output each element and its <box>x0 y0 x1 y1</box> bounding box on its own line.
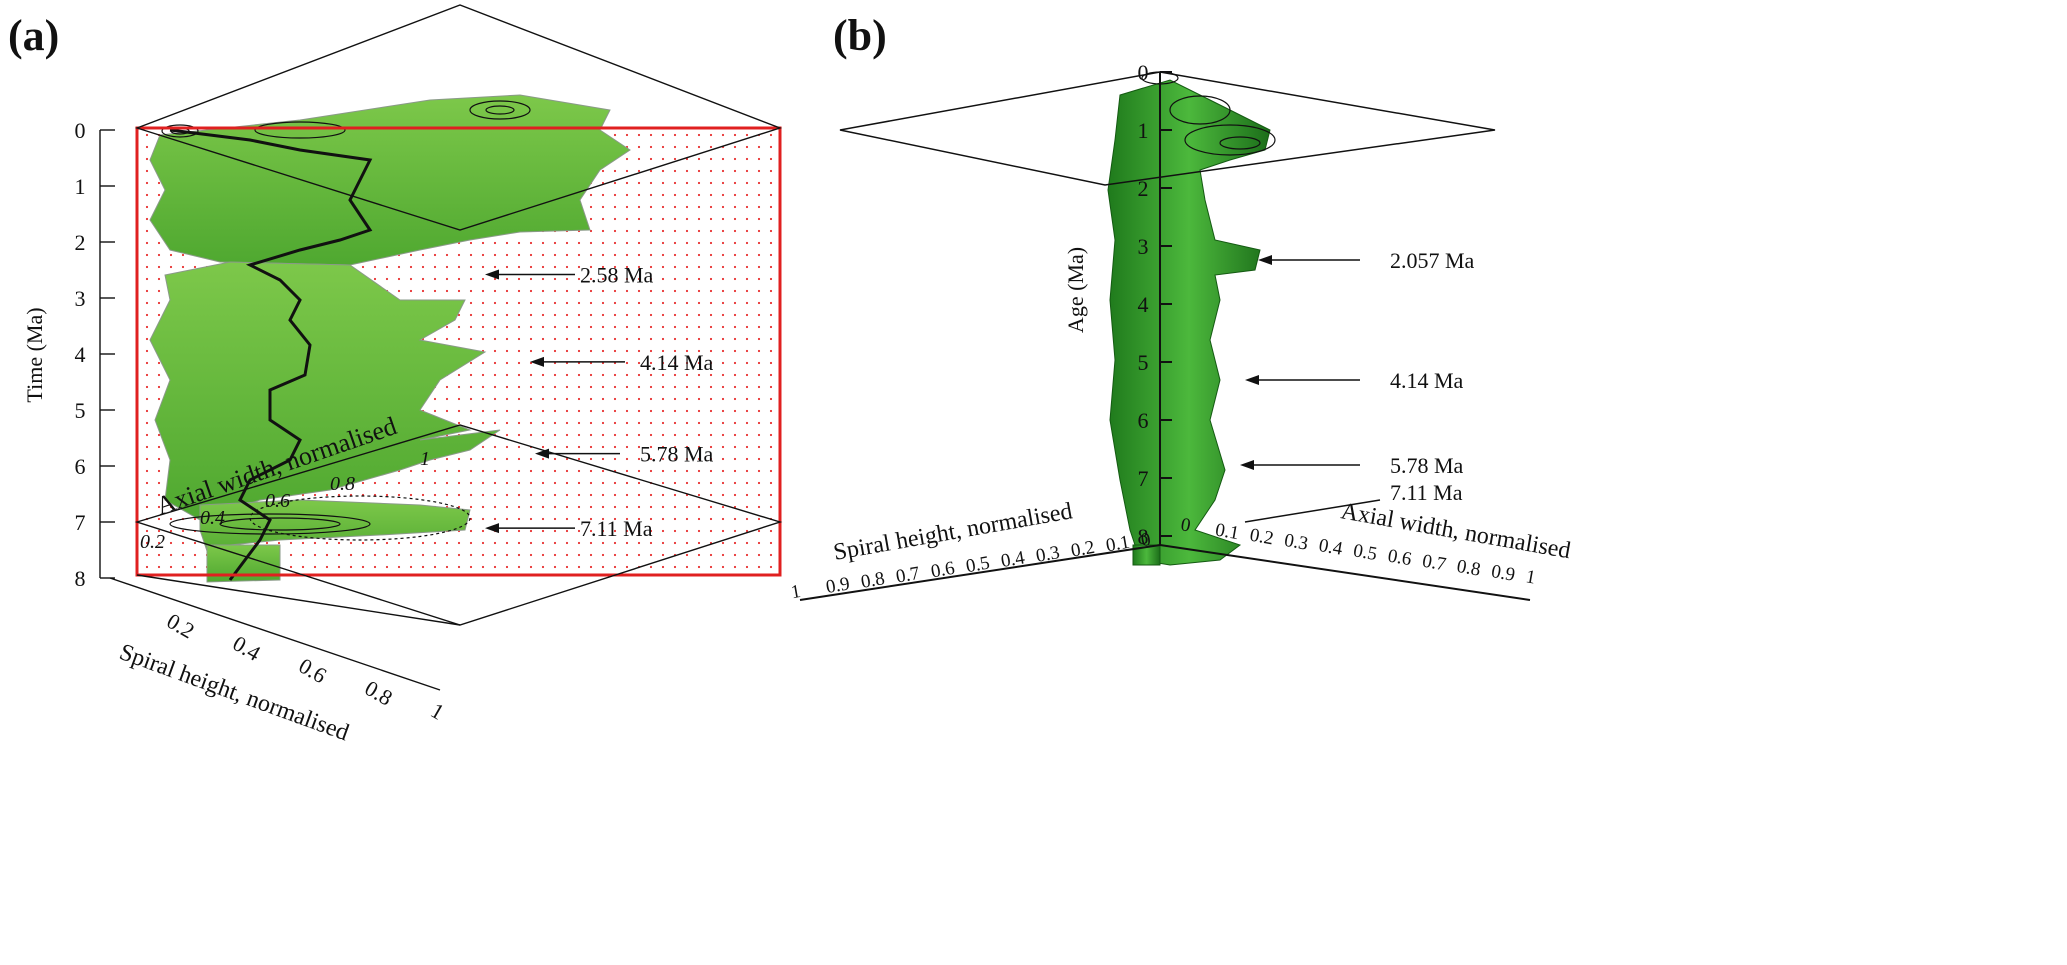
top-plane-b <box>839 71 1496 186</box>
panel-a: 0 1 2 3 4 5 6 7 8 0.2 0.4 0.6 0.8 1 0.2 0.4 0.6 0.8 1 Time… <box>22 4 783 746</box>
panel-label-a: (a) <box>8 11 59 60</box>
age-tick-label: 5 <box>1138 350 1149 375</box>
spiral-tick-label-b: 1 <box>789 581 802 603</box>
axial-tick-label-b: 1 <box>1524 566 1537 588</box>
age-tick-label: 0 <box>1138 60 1149 85</box>
spiral-tick-label: 0.6 <box>295 653 331 688</box>
spiral-tick-label: 0.2 <box>163 608 199 643</box>
annotations-b: 2.057 Ma 4.14 Ma 5.78 Ma7.11 Ma <box>1240 248 1475 523</box>
annotation-arrow <box>1244 499 1381 523</box>
spiral-tick-label-b: 0.7 <box>894 563 921 588</box>
annotation-label: 4.14 Ma <box>1390 368 1464 393</box>
axial-tick-label-b: 0.9 <box>1490 561 1517 586</box>
axial-tick-label: 1 <box>420 448 430 470</box>
spiral-tick-label-b: 0.6 <box>929 558 956 583</box>
axial-tick-label-b: 0.3 <box>1283 530 1310 555</box>
time-tick-label: 4 <box>75 342 86 367</box>
red-frame <box>135 126 782 577</box>
spiral-tick-label-b: 0.1 <box>1104 532 1131 557</box>
arrow-head <box>485 523 499 534</box>
contours-a <box>161 100 531 541</box>
time-tick-label: 8 <box>75 566 86 591</box>
spiral-tick-label: 0.8 <box>361 675 397 710</box>
isosurface-b <box>1107 79 1271 566</box>
arrow-head <box>1240 460 1254 470</box>
arrow-head <box>1258 255 1272 265</box>
axial-tick-label-b: 0.7 <box>1421 551 1448 576</box>
axial-tick-label-b: 0.4 <box>1317 535 1345 560</box>
age-tick-label: 3 <box>1138 234 1149 259</box>
spiral-tick-label-b: 0.5 <box>964 553 991 578</box>
annotation-label: 4.14 Ma <box>640 350 714 375</box>
time-axis-label: Time (Ma) <box>22 307 47 402</box>
age-tick-label: 6 <box>1138 408 1149 433</box>
axial-tick-label-b: 0.6 <box>1386 545 1413 570</box>
spiral-tick-label: 0.4 <box>229 630 265 665</box>
axial-tick-label: 0.4 <box>200 507 225 529</box>
axes-b <box>799 72 1531 601</box>
annotation-label: 7.11 Ma <box>1390 480 1463 505</box>
age-tick-label: 4 <box>1138 292 1149 317</box>
time-tick-label: 7 <box>75 510 86 535</box>
axial-tick-label: 0.8 <box>330 473 355 495</box>
spiral-tick-label-b: 0 <box>1139 529 1152 551</box>
isosurface-a <box>149 94 631 583</box>
annotation-label: 7.11 Ma <box>580 516 653 541</box>
time-tick-label: 1 <box>75 174 86 199</box>
age-tick-label: 8 <box>1138 524 1149 549</box>
axial-tick-label: 0.6 <box>265 490 290 512</box>
time-tick-label: 2 <box>75 230 86 255</box>
annotation-label: 2.58 Ma <box>580 262 654 287</box>
spiral-tick-label-b: 0.2 <box>1069 537 1096 562</box>
arrow-head <box>1245 375 1259 385</box>
trend-line-a <box>169 128 373 581</box>
annotation-label: 5.78 Ma <box>1390 453 1464 478</box>
age-tick-label: 7 <box>1138 466 1149 491</box>
time-tick-label: 0 <box>75 118 86 143</box>
panel-label-b: (b) <box>833 11 887 60</box>
axial-tick-label-b: 0.2 <box>1248 525 1275 550</box>
spiral-height-label: Spiral height, normalised <box>116 639 352 746</box>
arrow-head <box>535 448 549 459</box>
spiral-tick-label: 1 <box>427 698 449 725</box>
axial-tick-label-b: 0 <box>1179 514 1192 536</box>
box-lines-a <box>99 4 783 691</box>
spiral-tick-label-b: 0.8 <box>859 568 886 593</box>
spiral-tick-label-b: 0.9 <box>824 573 851 598</box>
annotation-label: 2.057 Ma <box>1390 248 1475 273</box>
spiral-inner-tick-label: 0.2 <box>140 531 165 553</box>
age-axis-label: Age (Ma) <box>1063 247 1088 333</box>
axial-tick-label-b: 0.5 <box>1352 540 1379 565</box>
annotation-label: 5.78 Ma <box>640 442 714 467</box>
annotations-a: 2.58 Ma 4.14 Ma 5.78 Ma 7.11 Ma <box>485 262 714 541</box>
time-tick-label: 6 <box>75 454 86 479</box>
age-tick-label: 1 <box>1138 118 1149 143</box>
axial-tick-label-b: 0.8 <box>1455 556 1482 581</box>
time-tick-label: 5 <box>75 398 86 423</box>
arrow-head <box>530 356 544 367</box>
axial-tick-label-b: 0.1 <box>1214 519 1241 544</box>
age-tick-label: 2 <box>1138 176 1149 201</box>
arrow-head <box>485 269 499 280</box>
spiral-tick-label-b: 0.3 <box>1034 542 1061 567</box>
spiral-tick-label-b: 0.4 <box>999 547 1027 572</box>
time-tick-label: 3 <box>75 286 86 311</box>
